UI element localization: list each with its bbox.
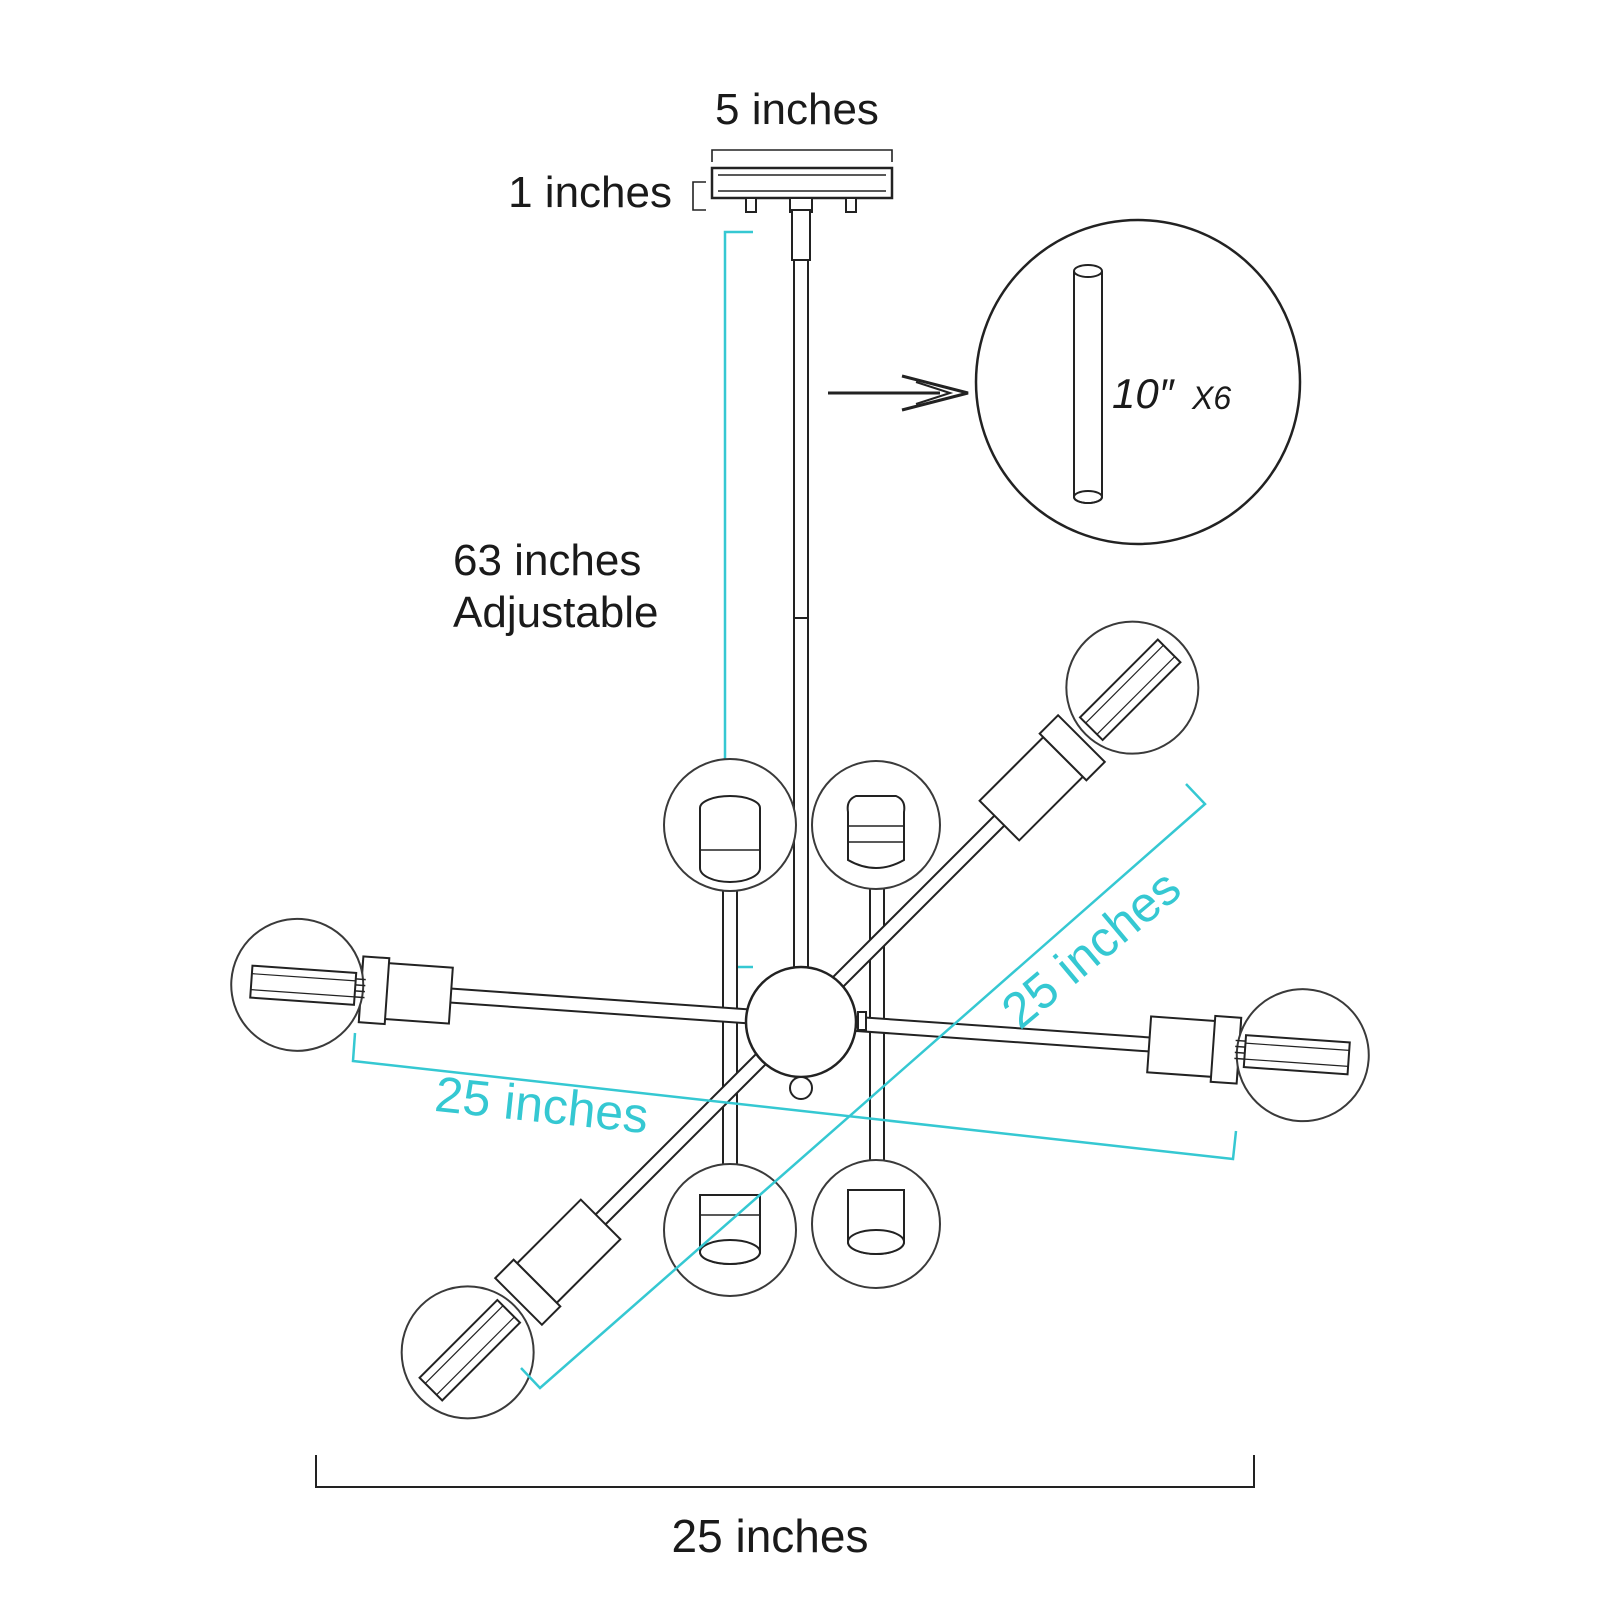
upper-right-bulb — [811, 760, 941, 890]
overall-width-bracket — [315, 1455, 1255, 1488]
canopy-height-label: 1 inches — [508, 168, 672, 217]
upper-left-bulb — [663, 758, 797, 892]
overall-width-label: 25 inches — [672, 1510, 869, 1562]
lower-right-bulb — [811, 1159, 941, 1289]
rod-length-note-label: Adjustable — [453, 588, 658, 637]
canopy-width-label: 5 inches — [715, 85, 879, 134]
horizontal-span-label: 25 inches — [432, 1066, 651, 1144]
rod-size-label: 10″ — [1112, 370, 1176, 417]
lower-left-bulb — [663, 1163, 797, 1297]
diagonal-span-label: 25 inches — [991, 859, 1191, 1039]
rod-quantity-label: X6 — [1191, 380, 1231, 416]
horizontal-span-bracket — [351, 1032, 1238, 1161]
canopy-width-bracket — [711, 149, 893, 162]
rod-detail-callout — [828, 218, 1302, 546]
canopy-height-bracket — [692, 181, 706, 211]
rod-length-bracket — [723, 230, 753, 969]
center-hub — [744, 965, 867, 1100]
ceiling-canopy — [710, 166, 894, 213]
rod-length-value-label: 63 inches — [453, 536, 641, 585]
diagonal-span-bracket — [520, 783, 1207, 1390]
main-downrod — [791, 209, 811, 979]
